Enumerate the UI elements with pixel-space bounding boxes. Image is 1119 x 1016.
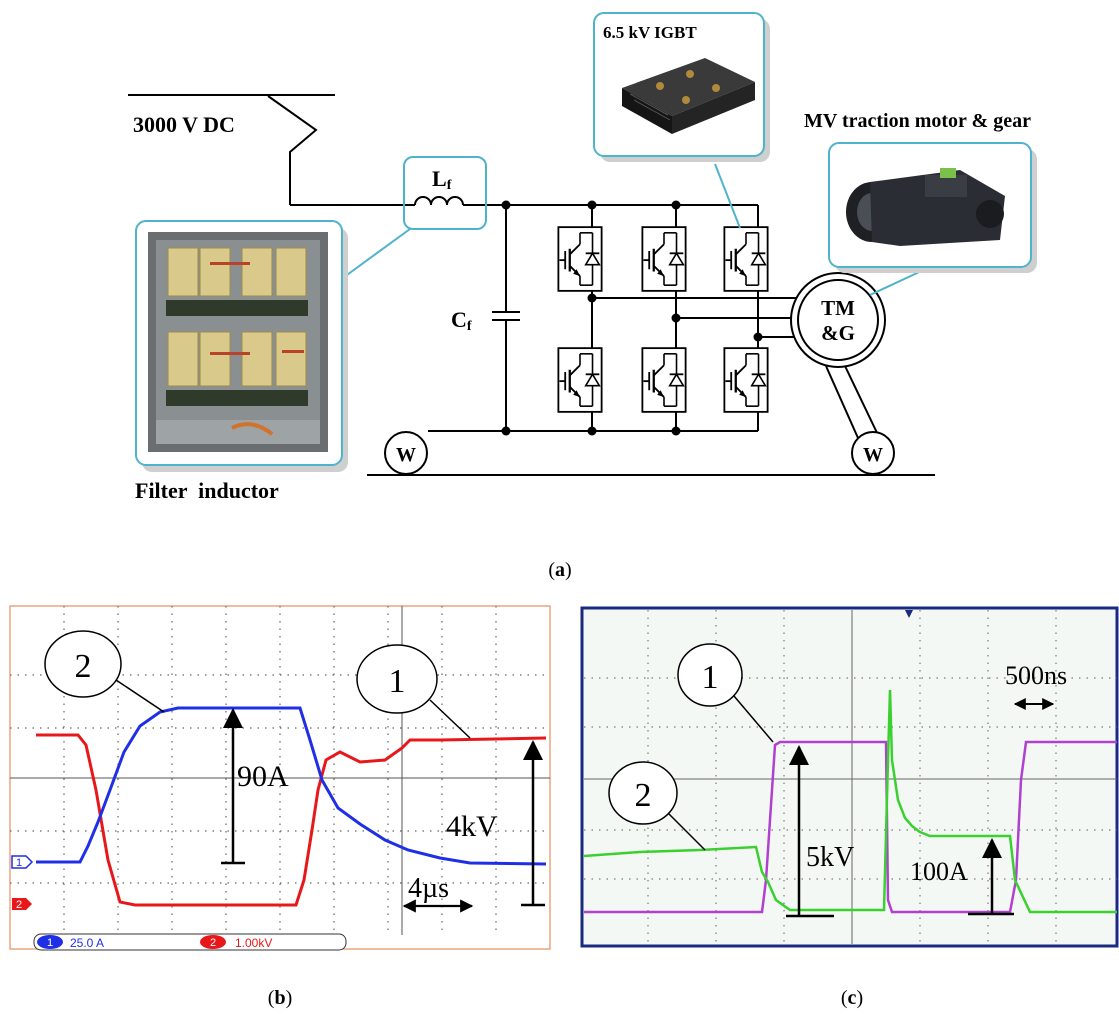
motor-label-line2: &G — [821, 321, 855, 345]
panel-c-scope: 1 2 5kV 100A 500ns — [580, 606, 1119, 948]
panel-b-scope: 1 2 1 25.0 A 2 1.00kV 2 1 90A 4kV — [9, 605, 551, 951]
marker-c-1 — [677, 643, 743, 707]
trace-b-ch1-current — [36, 706, 547, 866]
wheel-left-label: W — [396, 444, 416, 466]
marker-c-1-pointer — [733, 695, 774, 743]
igbt-leg1-bottom — [557, 347, 603, 413]
pantograph — [267, 95, 318, 205]
ch2-ground-marker: 2 — [12, 898, 32, 911]
igbt-leg1-top — [557, 226, 603, 292]
current-c-label: 100A — [910, 857, 968, 886]
igbt-leg3-top — [723, 226, 769, 292]
panel-a-circuit: 3000 V DC Lf Cf — [128, 12, 1037, 503]
svg-text:1: 1 — [16, 857, 22, 869]
inductor-callout-connector — [339, 228, 411, 281]
trace-b-ch2-voltage — [36, 733, 547, 907]
wheel-right-label: W — [863, 444, 883, 466]
marker-b-2-label: 2 — [75, 648, 92, 685]
igbt-photo-label: 6.5 kV IGBT — [603, 23, 697, 42]
trace-c-current — [583, 689, 1117, 914]
filter-inductor-label: Filter inductor — [135, 478, 279, 503]
marker-c-2 — [608, 761, 678, 825]
trace-c-voltage — [584, 740, 1117, 914]
marker-b-2-pointer — [115, 679, 165, 713]
panel-b-caption: (b) — [268, 987, 292, 1009]
inductor-label: Lf — [432, 166, 452, 193]
marker-b-1 — [356, 644, 438, 714]
igbt-callout-connector — [714, 163, 741, 229]
gear-link-left — [825, 365, 859, 439]
marker-b-1-pointer — [429, 699, 471, 739]
marker-c-2-pointer — [667, 812, 706, 851]
motor-gear-photo — [846, 168, 1005, 246]
marker-c-1-label: 1 — [702, 659, 719, 696]
marker-c-2-label: 2 — [635, 777, 652, 814]
capacitor-label: Cf — [451, 307, 472, 334]
svg-text:2: 2 — [210, 937, 216, 949]
svg-text:1.00kV: 1.00kV — [235, 936, 272, 950]
current-b-label: 90A — [237, 760, 289, 793]
panel-a-caption: (a) — [548, 559, 571, 581]
motor-label-line1: TM — [821, 296, 855, 320]
time-b-label: 4µs — [408, 873, 449, 904]
scope-b-legend: 1 25.0 A 2 1.00kV — [33, 933, 347, 951]
scope-c-trigger-mark — [905, 610, 913, 618]
svg-text:25.0 A: 25.0 A — [70, 936, 104, 950]
filter-inductor-photo — [148, 232, 328, 452]
svg-text:1: 1 — [47, 937, 53, 949]
voltage-b-label: 4kV — [446, 810, 498, 843]
marker-b-2 — [44, 630, 122, 698]
supply-label: 3000 V DC — [133, 112, 235, 137]
inductor-highlight-box — [403, 156, 487, 230]
ch1-ground-marker: 1 — [11, 855, 34, 869]
svg-text:2: 2 — [16, 899, 22, 911]
inductor-coil-symbol — [414, 196, 464, 206]
scope-c-grid — [584, 610, 1117, 944]
time-c-label: 500ns — [1005, 661, 1067, 690]
voltage-c-label: 5kV — [806, 842, 854, 873]
igbt-leg3-bottom — [723, 347, 769, 413]
panel-c-caption: (c) — [841, 987, 863, 1009]
motor-inner-circle — [797, 279, 879, 361]
igbt-module-photo — [622, 58, 755, 134]
junction-dots — [501, 200, 763, 436]
igbt-leg2-top — [641, 226, 687, 292]
marker-b-1-label: 1 — [389, 663, 406, 700]
motor-photo-label: MV traction motor & gear — [804, 110, 1031, 132]
gear-link-right — [844, 365, 880, 438]
igbt-leg2-bottom — [641, 347, 687, 413]
